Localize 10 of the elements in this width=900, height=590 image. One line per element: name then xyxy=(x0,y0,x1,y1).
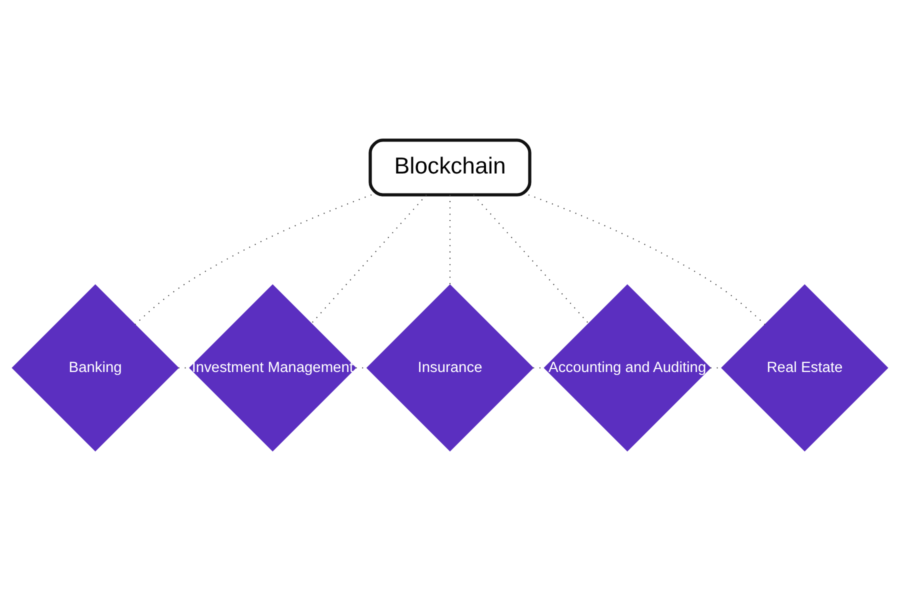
node-diamond: Banking xyxy=(12,284,179,452)
connector xyxy=(473,194,589,324)
node-diamond: Accounting and Auditing xyxy=(544,284,711,452)
connector xyxy=(134,194,372,325)
node-diamond: Real Estate xyxy=(721,284,888,452)
node-diamond: Investment Management xyxy=(189,284,356,452)
connector xyxy=(311,194,427,324)
connector xyxy=(528,194,766,325)
node-diamond: Insurance xyxy=(366,284,534,452)
node-box: Blockchain xyxy=(368,138,532,196)
